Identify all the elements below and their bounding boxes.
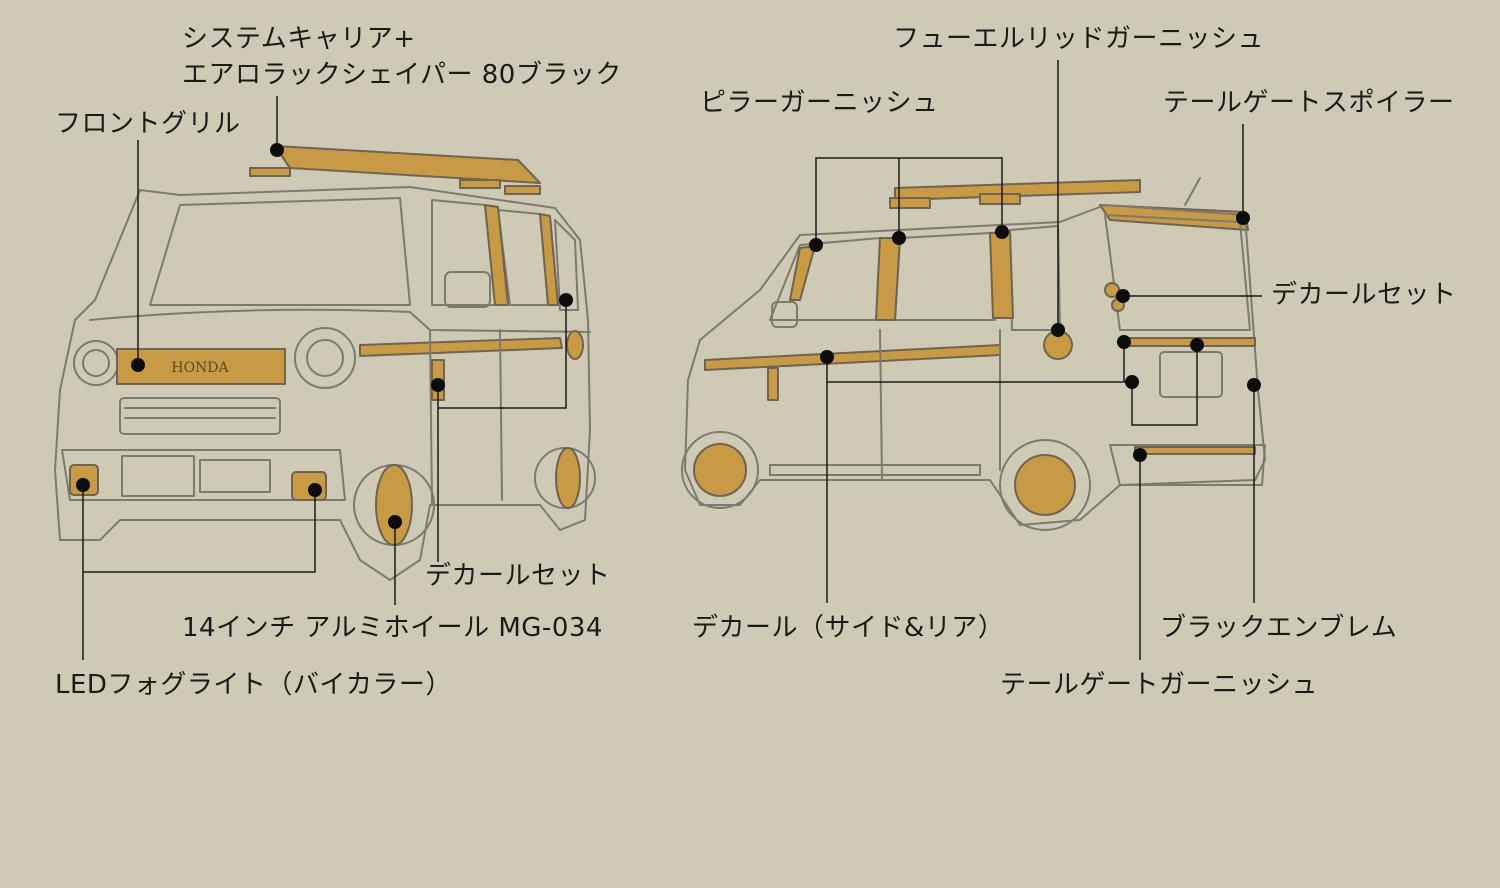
front-emblem: HONDA [171, 360, 229, 376]
rear-plate [1159, 351, 1223, 398]
front-side-stripe [359, 337, 563, 357]
label-led-fog-light: LEDフォグライト（バイカラー） [55, 670, 452, 700]
front-plate [121, 455, 195, 497]
front-body-outline [54, 186, 591, 581]
label-decal-side-rear: デカール（サイド&リア） [692, 613, 1005, 643]
label-system-carrier-line2: エアロラックシェイパー 80ブラック [182, 60, 622, 90]
label-front-grille: フロントグリル [55, 109, 241, 139]
label-pillar-garnish: ピラーガーニッシュ [700, 88, 939, 118]
rear-wheel-rear [999, 439, 1091, 531]
rear-antenna [1184, 177, 1201, 206]
rear-tailgate-decal [1104, 282, 1120, 298]
label-decal-set-left: デカールセット [425, 561, 611, 591]
front-grille-panel [116, 348, 286, 385]
rear-door-line [879, 329, 883, 481]
rear-tailgate-strip [1119, 337, 1256, 347]
front-fuel-lid [566, 330, 584, 360]
rear-bumper-garnish [1134, 446, 1256, 455]
front-mirror [444, 271, 491, 308]
label-decal-set-right: デカールセット [1271, 280, 1457, 310]
rear-pillar-garnish-1 [875, 237, 901, 321]
label-system-carrier-line1: システムキャリア+ [182, 24, 416, 54]
label-fuel-lid-garnish: フューエルリッドガーニッシュ [893, 24, 1265, 54]
label-aluminum-wheel: 14インチ アルミホイール MG-034 [182, 613, 603, 643]
front-headlight-right [294, 327, 356, 389]
front-roof-rack [249, 145, 541, 195]
rear-bumper [1109, 444, 1266, 486]
label-tailgate-spoiler: テールゲートスポイラー [1163, 88, 1455, 118]
front-upper-vent [119, 397, 281, 435]
label-tailgate-garnish: テールゲートガーニッシュ [1000, 670, 1319, 700]
front-pillar-garnish-2 [539, 213, 559, 306]
label-black-emblem: ブラックエンブレム [1160, 613, 1398, 643]
rear-mirror [771, 301, 798, 328]
front-windshield [149, 197, 411, 306]
front-fog-right [291, 471, 327, 501]
front-car [54, 145, 596, 581]
front-bumper [61, 449, 346, 501]
callout-lines [82, 60, 1262, 660]
front-door-line-2 [499, 329, 503, 501]
rear-side-decal [767, 367, 779, 401]
front-side-window-3 [554, 219, 579, 311]
rear-wheel-front [681, 431, 759, 509]
rear-pillar-garnish-2 [989, 231, 1014, 319]
callout-dots [76, 143, 1261, 529]
front-pillar-garnish-1 [484, 204, 509, 306]
front-door-line-1 [429, 329, 433, 506]
